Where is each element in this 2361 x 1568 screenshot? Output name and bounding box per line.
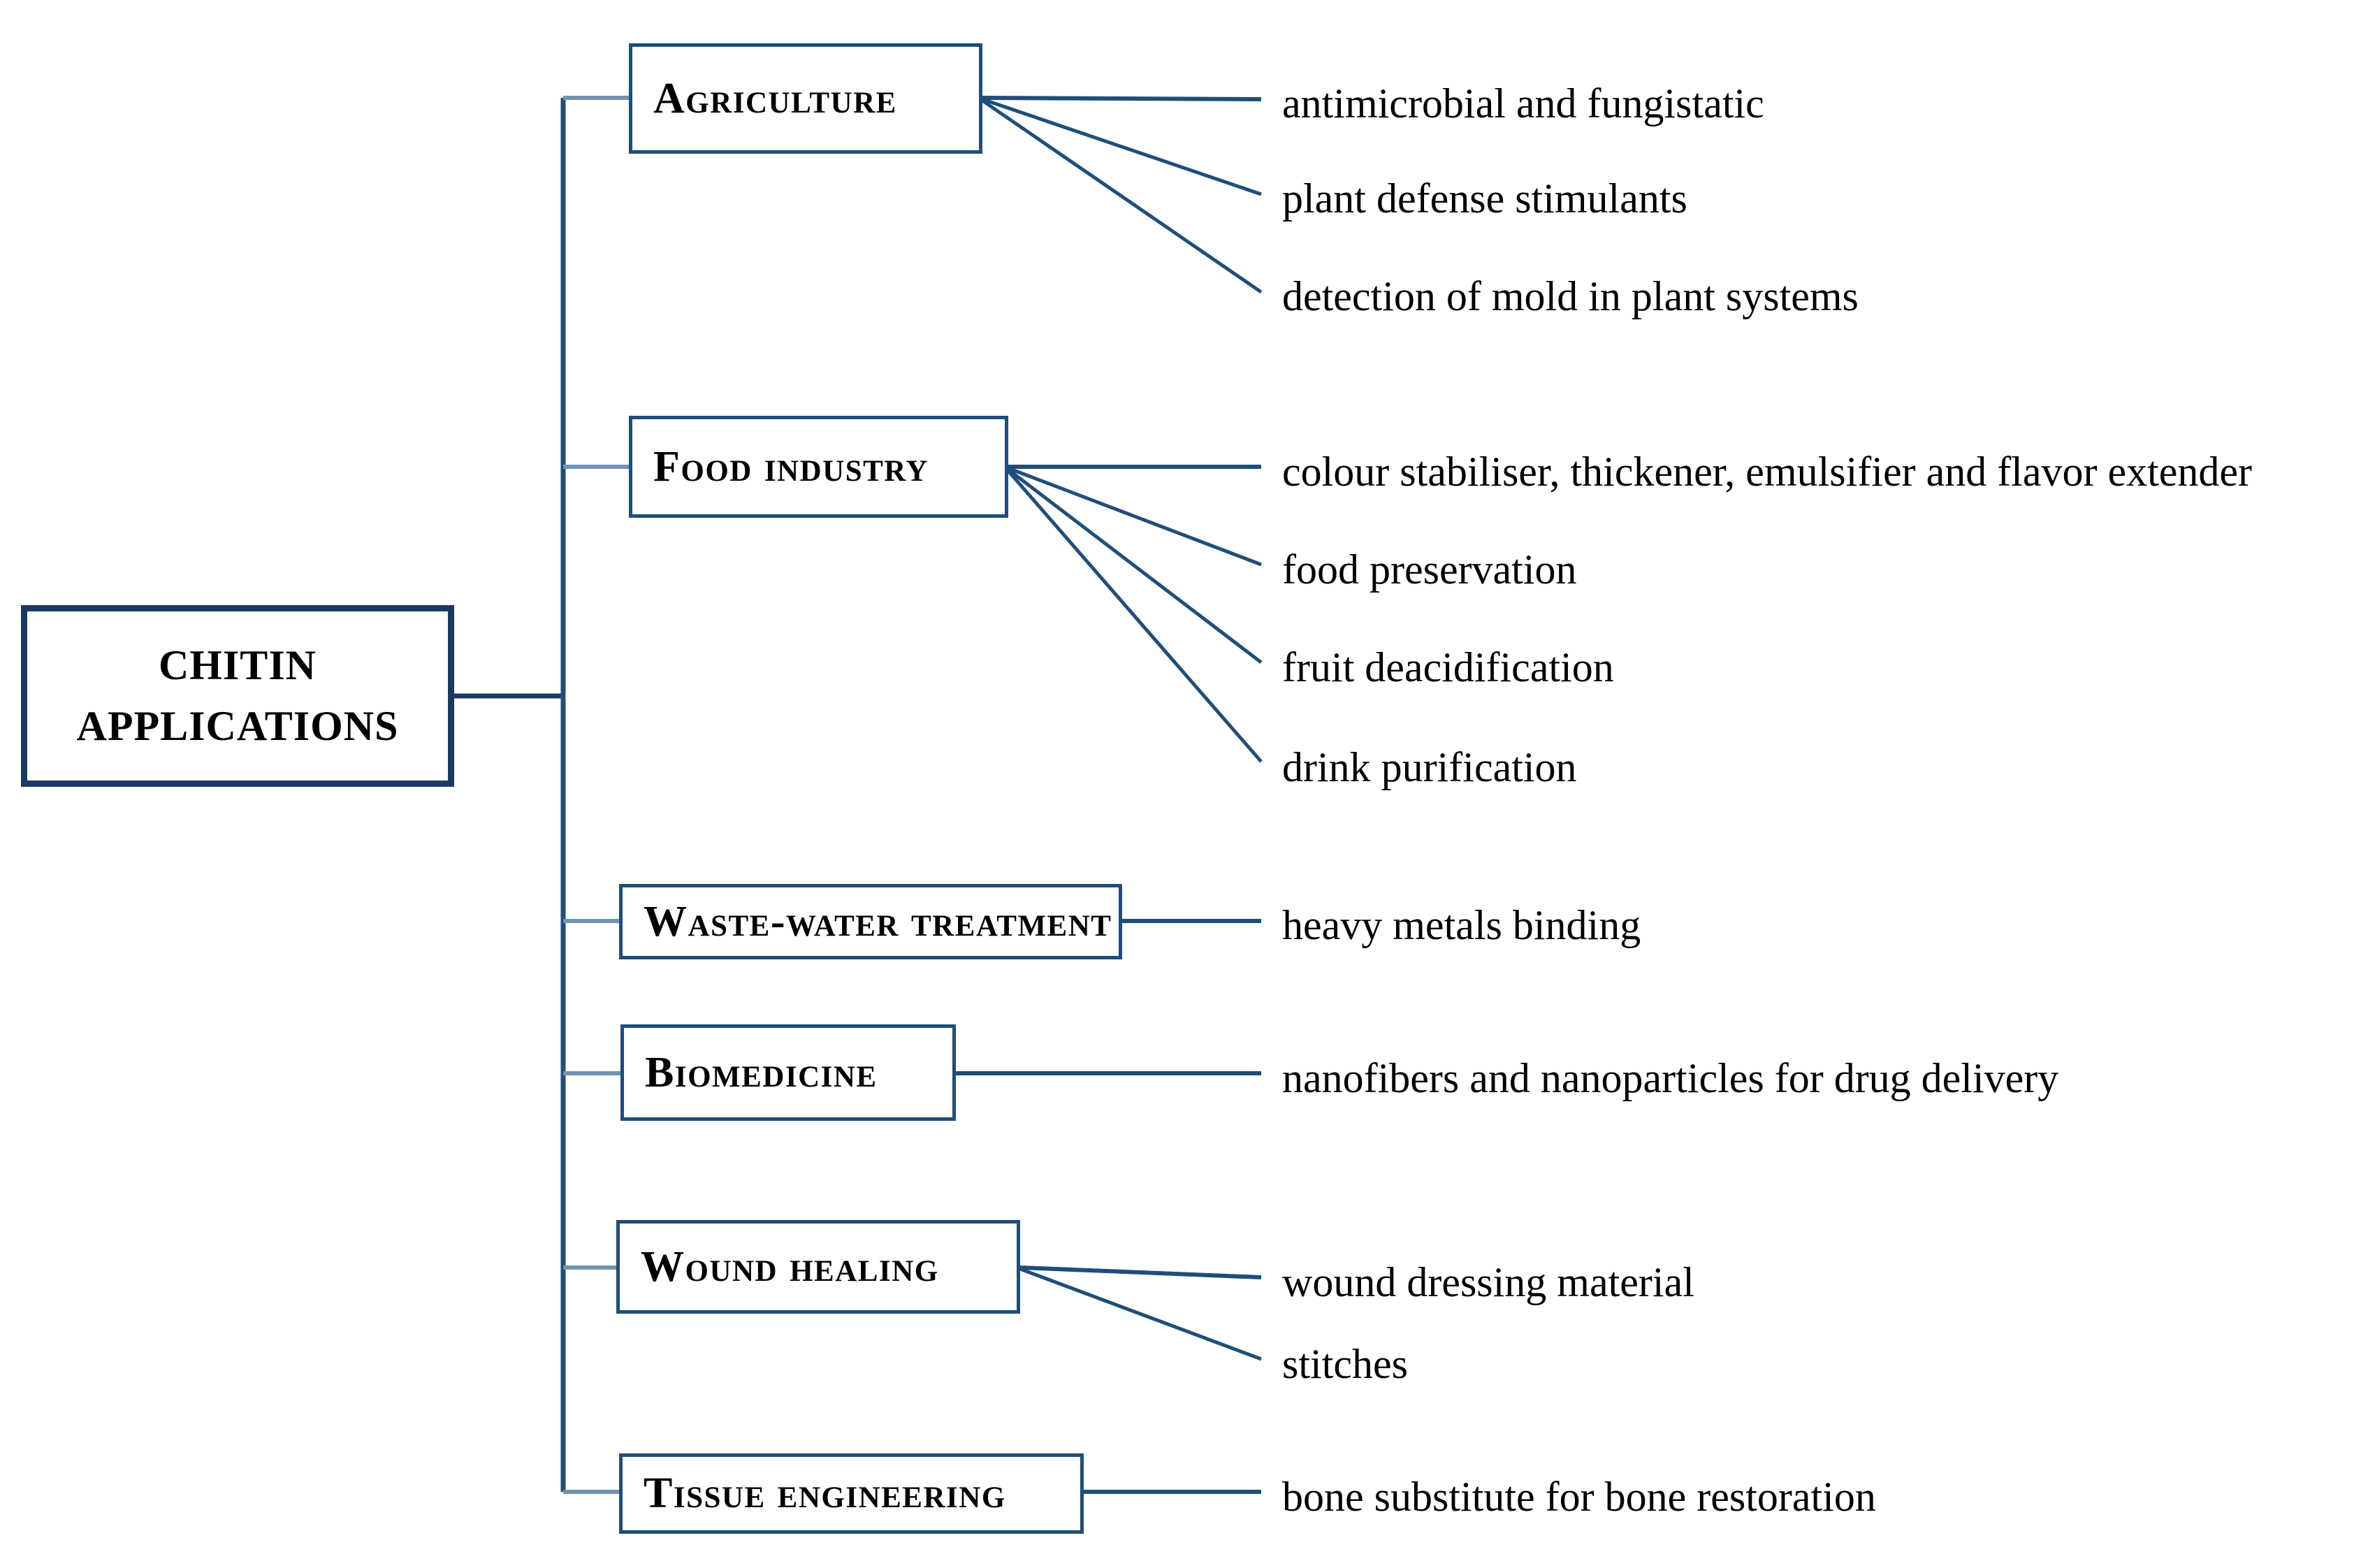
- connector-food-industry-leaf-3: [1007, 468, 1263, 664]
- leaf-biomedicine-1: nanofibers and nanoparticles for drug de…: [1282, 1055, 2059, 1101]
- leaf-agriculture-2: plant defense stimulants: [1282, 175, 1687, 222]
- leaf-food-industry-2: food preservation: [1282, 546, 1577, 593]
- leaf-waste-water-treatment-1: heavy metals binding: [1282, 902, 1641, 948]
- leaf-tissue-engineering-1: bone substitute for bone restoration: [1282, 1474, 1876, 1520]
- connector-agriculture-leaf-1: [982, 96, 1262, 101]
- branch-node-label-biomedicine: Biomedicine: [645, 1048, 878, 1096]
- leaf-wound-healing-1: wound dressing material: [1282, 1259, 1694, 1305]
- root-node-chitin-applications[interactable]: CHITIN APPLICATIONS: [21, 605, 454, 787]
- connector-agriculture-leaf-2: [982, 97, 1262, 196]
- branch-node-tissue-engineering[interactable]: Tissue engineering: [619, 1453, 1084, 1534]
- branch-node-waste-water-treatment[interactable]: Waste-water treatment: [619, 884, 1122, 959]
- leaf-food-industry-3: fruit deacidification: [1282, 644, 1614, 690]
- leaf-agriculture-1: antimicrobial and fungistatic: [1282, 80, 1764, 126]
- branch-node-label-waste-water-treatment: Waste-water treatment: [644, 897, 1112, 945]
- connector-food-industry-leaf-2: [1008, 466, 1262, 567]
- connector-agriculture-leaf-3: [981, 99, 1263, 294]
- root-node-label: CHITIN APPLICATIONS: [77, 635, 399, 757]
- leaf-agriculture-3: detection of mold in plant systems: [1282, 273, 1859, 319]
- branch-node-label-tissue-engineering: Tissue engineering: [644, 1469, 1006, 1517]
- leaf-food-industry-4: drink purification: [1282, 744, 1577, 790]
- leaf-wound-healing-2: stitches: [1282, 1341, 1408, 1387]
- branch-node-label-food-industry: Food industry: [653, 442, 929, 491]
- leaf-food-industry-1: colour stabiliser, thickener, emulsifier…: [1282, 449, 2252, 495]
- connector-food-industry-leaf-4: [1007, 470, 1263, 763]
- branch-node-food-industry[interactable]: Food industry: [629, 416, 1008, 518]
- branch-node-label-wound-healing: Wound healing: [641, 1242, 939, 1291]
- branch-node-wound-healing[interactable]: Wound healing: [616, 1220, 1020, 1314]
- root-node-label-line1: CHITIN: [158, 642, 317, 688]
- root-node-label-line2: APPLICATIONS: [76, 703, 399, 749]
- connector-wound-healing-leaf-1: [1019, 1265, 1262, 1279]
- connector-wound-healing-leaf-2: [1019, 1267, 1262, 1361]
- branch-node-label-agriculture: Agriculture: [653, 74, 897, 122]
- branch-node-agriculture[interactable]: Agriculture: [629, 43, 982, 154]
- branch-node-biomedicine[interactable]: Biomedicine: [620, 1024, 956, 1121]
